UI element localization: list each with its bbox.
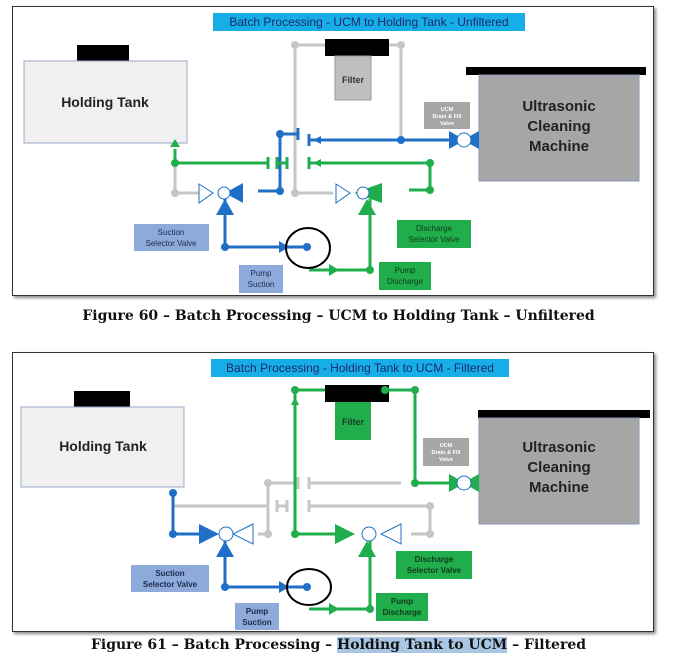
ucm-lid <box>466 67 646 75</box>
blue-nodes <box>169 489 311 593</box>
ucm-lid <box>478 410 650 418</box>
green-nodes <box>170 139 434 276</box>
active-discharge-lines <box>173 149 432 272</box>
pump[interactable] <box>286 568 332 606</box>
ucm-valve-label-bg <box>424 102 470 129</box>
figure-61-diagram: Batch Processing - Holding Tank to UCM -… <box>12 352 654 632</box>
filter-head <box>325 385 389 402</box>
pump-discharge-label-2: Discharge <box>383 608 422 617</box>
filter-head <box>325 39 389 56</box>
ucm-valve-label-2: Drain & Fill <box>432 114 462 120</box>
ucm-drain-fill-valve[interactable] <box>449 474 479 492</box>
ucm-valve-label-bg <box>423 438 469 466</box>
pump-discharge-label-bg <box>376 593 428 621</box>
pump-suction-label-2: Suction <box>248 280 275 289</box>
discharge-selector-valve[interactable] <box>335 523 402 557</box>
blue-nodes <box>221 130 405 253</box>
pump[interactable] <box>285 227 331 269</box>
ultrasonic-cleaning-machine <box>478 417 640 525</box>
suction-valve-label-bg <box>131 565 209 592</box>
fig61-svg: Batch Processing - Holding Tank to UCM -… <box>20 359 650 630</box>
banner-text: Batch Processing - Holding Tank to UCM -… <box>226 361 494 375</box>
pump-discharge-label-2: Discharge <box>387 277 424 286</box>
ucm-drain-fill-valve[interactable] <box>449 131 479 149</box>
holding-tank-lid <box>77 45 129 61</box>
pump-discharge-label-1: Pump <box>391 597 413 606</box>
holding-tank-label: Holding Tank <box>61 94 149 110</box>
pump-discharge-label-1: Pump <box>395 266 416 275</box>
caption-prefix: Figure 61 – Batch Processing – <box>90 637 337 653</box>
ucm-label-1: Ultrasonic <box>522 439 595 456</box>
caption-highlighted-text[interactable]: Holding Tank to UCM <box>337 637 508 653</box>
filter-label: Filter <box>342 417 365 427</box>
discharge-valve-label-1: Discharge <box>415 555 454 564</box>
holding-tank <box>23 60 188 144</box>
ucm-label-1: Ultrasonic <box>522 98 595 115</box>
inactive-lines <box>173 477 432 536</box>
suction-valve-label-bg <box>134 224 209 251</box>
ucm-label-2: Cleaning <box>527 459 590 476</box>
figure-60-diagram: Batch Processing - UCM to Holding Tank -… <box>12 6 654 296</box>
suction-valve-label-1: Suction <box>155 569 184 578</box>
ucm-valve-label-3: Valve <box>440 121 454 127</box>
suction-selector-valve[interactable] <box>199 523 254 557</box>
pump-suction-label-bg <box>235 603 279 630</box>
green-nodes <box>291 386 419 615</box>
pump-suction-label-2: Suction <box>242 618 271 627</box>
suction-valve-label-2: Selector Valve <box>143 580 198 589</box>
ucm-valve-label-3: Valve <box>439 457 453 463</box>
pump-suction-label-bg <box>239 265 283 293</box>
filter-body <box>335 402 371 440</box>
holding-tank-lid <box>74 391 130 407</box>
ucm-label-3: Machine <box>529 479 589 496</box>
suction-valve-label-2: Selector Valve <box>146 239 198 248</box>
banner-text: Batch Processing - UCM to Holding Tank -… <box>229 15 508 29</box>
discharge-valve-label-1: Discharge <box>416 224 453 233</box>
caption-suffix: – Filtered <box>507 637 587 653</box>
pump-suction-label-1: Pump <box>251 269 272 278</box>
suction-valve-label-1: Suction <box>158 228 185 237</box>
figure-60-caption: Figure 60 – Batch Processing – UCM to Ho… <box>82 308 595 324</box>
ucm-valve-label-1: UCM <box>440 443 453 449</box>
filter-body <box>334 55 372 101</box>
pump-discharge-label-bg <box>379 262 431 290</box>
ucm-label-3: Machine <box>529 138 589 155</box>
discharge-selector-valve[interactable] <box>335 183 382 215</box>
holding-tank <box>20 406 185 488</box>
ultrasonic-cleaning-machine <box>478 74 640 182</box>
filter-label: Filter <box>342 75 365 85</box>
ucm-valve-label-1: UCM <box>441 107 454 113</box>
discharge-valve-label-2: Selector Valve <box>407 566 462 575</box>
discharge-valve-label-bg <box>397 220 471 248</box>
inactive-nodes <box>264 479 434 538</box>
banner-bg <box>211 359 509 377</box>
suction-selector-valve[interactable] <box>198 183 243 215</box>
ucm-valve-label-2: Drain & Fill <box>431 450 461 456</box>
pump-suction-label-1: Pump <box>246 607 268 616</box>
discharge-valve-label-bg <box>396 551 472 579</box>
figure-61-caption: Figure 61 – Batch Processing – Holding T… <box>0 637 677 653</box>
fig60-svg: Batch Processing - UCM to Holding Tank -… <box>23 13 646 293</box>
banner-bg <box>213 13 525 31</box>
discharge-valve-label-2: Selector Valve <box>409 235 461 244</box>
ucm-label-2: Cleaning <box>527 118 590 135</box>
holding-tank-label: Holding Tank <box>59 438 147 454</box>
